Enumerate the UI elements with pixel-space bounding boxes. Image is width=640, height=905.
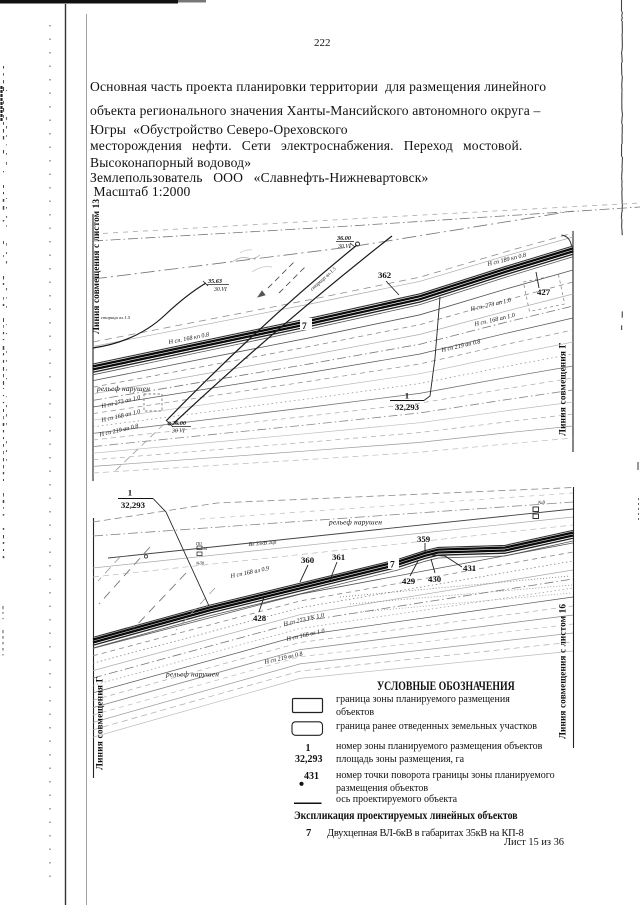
svg-text:Вл 35кВ 2цп: Вл 35кВ 2цп bbox=[249, 540, 277, 548]
svg-text:№58: №58 bbox=[195, 561, 205, 566]
svg-text:Н сп 219 ап 0.8: Н сп 219 ап 0.8 bbox=[440, 338, 482, 354]
svg-text:32,293: 32,293 bbox=[395, 402, 420, 412]
svg-text:430: 430 bbox=[428, 574, 442, 584]
svg-text:362: 362 bbox=[378, 270, 392, 280]
svg-text:Линия совмещения Г: Линия совмещения Г bbox=[96, 676, 106, 770]
svg-text:30.VI: 30.VI bbox=[213, 287, 228, 293]
svg-text:ПО: ПО bbox=[195, 541, 202, 546]
svg-text:32,293: 32,293 bbox=[121, 500, 146, 510]
svg-text:361: 361 bbox=[332, 552, 345, 562]
svg-text:старица вл.1.5: старица вл.1.5 bbox=[101, 315, 131, 320]
svg-text:7: 7 bbox=[390, 561, 395, 571]
svg-text:428: 428 bbox=[253, 613, 267, 623]
svg-text:рельеф нарушен: рельеф нарушен bbox=[96, 384, 150, 393]
svg-text:26.00: 26.00 bbox=[171, 420, 186, 427]
svg-text:36.00: 36.00 bbox=[336, 235, 351, 242]
svg-text:Линия совмещения Г: Линия совмещения Г bbox=[559, 342, 569, 436]
svg-text:429: 429 bbox=[402, 576, 416, 586]
svg-text:35.63: 35.63 bbox=[207, 278, 222, 285]
svg-text:Н сп 168 ап 1.0: Н сп 168 ап 1.0 bbox=[100, 408, 142, 424]
svg-text:Линия совмещения с листом 16: Линия совмещения с листом 16 bbox=[559, 604, 569, 739]
svg-text:1: 1 bbox=[405, 391, 409, 401]
svg-text:Н сп 273 ап 1.0: Н сп 273 ап 1.0 bbox=[100, 394, 142, 410]
svg-text:Н сп 168 ал 0.9: Н сп 168 ал 0.9 bbox=[229, 565, 270, 580]
svg-text:34: 34 bbox=[203, 546, 207, 551]
svg-text:Н сп 219 ап 0.8: Н сп 219 ап 0.8 bbox=[98, 422, 140, 438]
svg-text:Н сп 219 вл 0.8: Н сп 219 вл 0.8 bbox=[263, 650, 304, 666]
svg-text:рельеф нарушен: рельеф нарушен bbox=[328, 518, 382, 527]
svg-text:427: 427 bbox=[537, 287, 551, 297]
svg-text:Линия совмещения с листом 13: Линия совмещения с листом 13 bbox=[92, 199, 102, 334]
svg-text:рельеф нарушен: рельеф нарушен bbox=[165, 670, 219, 679]
svg-text:359: 359 bbox=[417, 534, 431, 544]
svg-text:7: 7 bbox=[302, 322, 307, 332]
svg-text:30 VI: 30 VI bbox=[171, 429, 186, 435]
svg-text:№9: №9 bbox=[537, 500, 546, 506]
svg-text:старица вл.1.5: старица вл.1.5 bbox=[309, 266, 338, 293]
svg-text:1: 1 bbox=[128, 488, 132, 498]
svg-text:30.VI: 30.VI bbox=[337, 244, 352, 250]
svg-text:Н сп 168 вл 1.0: Н сп 168 вл 1.0 bbox=[285, 627, 326, 643]
svg-text:431: 431 bbox=[463, 563, 476, 573]
svg-text:Н сп. 273 ап 1.0: Н сп. 273 ап 1.0 bbox=[469, 297, 513, 314]
svg-text:360: 360 bbox=[301, 555, 315, 565]
